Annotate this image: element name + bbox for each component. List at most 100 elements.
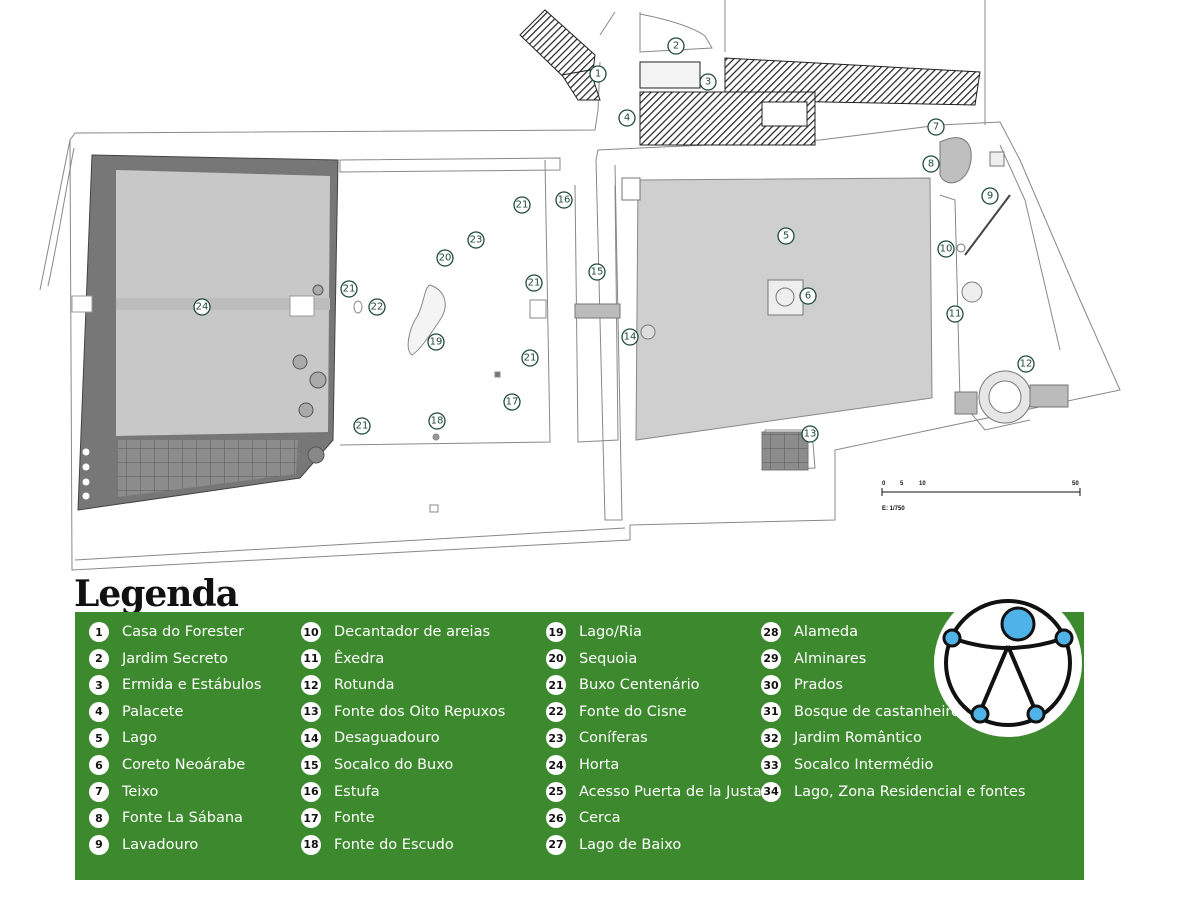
legend-label: Bosque de castanheiros [794, 703, 968, 720]
svg-text:21: 21 [528, 278, 541, 289]
map-marker-13[interactable]: 13 [801, 425, 819, 443]
svg-text:16: 16 [558, 195, 571, 206]
legend-item: 19 Lago/Ria [546, 621, 642, 643]
map-marker-6[interactable]: 6 [799, 287, 817, 305]
svg-text:24: 24 [196, 302, 209, 313]
map-marker-21[interactable]: 21 [513, 196, 531, 214]
map-marker-12[interactable]: 12 [1017, 355, 1035, 373]
legend-title: Legenda [74, 573, 239, 615]
map-marker-15[interactable]: 15 [588, 263, 606, 281]
legend-number-badge: 34 [761, 781, 781, 802]
legend-label: Lavadouro [122, 836, 199, 853]
legend-number-badge: 26 [546, 808, 566, 829]
svg-text:4: 4 [624, 113, 630, 124]
legend-number-badge: 24 [546, 755, 566, 775]
svg-text:21: 21 [516, 200, 529, 211]
legend-label: Fonte La Sábana [122, 810, 243, 827]
lago-main [574, 177, 933, 441]
map-marker-21[interactable]: 21 [340, 280, 358, 298]
map-marker-11[interactable]: 11 [946, 305, 964, 323]
svg-text:3: 3 [705, 77, 711, 88]
legend-label: Jardim Secreto [122, 650, 229, 667]
legend-label: Socalco do Buxo [334, 757, 454, 773]
legend-number-badge: 23 [546, 728, 566, 749]
map-marker-5[interactable]: 5 [777, 227, 795, 245]
map-marker-21[interactable]: 21 [521, 349, 539, 367]
map-marker-14[interactable]: 14 [621, 328, 639, 346]
legend-number-badge: 30 [761, 675, 781, 696]
legend-number-badge: 11 [301, 648, 321, 669]
map-marker-24[interactable]: 24 [193, 298, 211, 316]
legend-label: Lago, Zona Residencial e fontes [794, 783, 1026, 800]
legend-label: Rotunda [334, 677, 395, 694]
map-marker-1[interactable]: 1 [589, 65, 607, 83]
legend-number-badge: 32 [761, 728, 781, 749]
legend-number-badge: 28 [761, 622, 781, 642]
legend-item: 7 Teixo [89, 781, 158, 803]
legend-number-badge: 12 [301, 675, 321, 696]
map-marker-2[interactable]: 2 [667, 37, 685, 55]
legend-label: Horta [579, 757, 620, 773]
svg-text:5: 5 [783, 231, 789, 242]
legend-number-badge: 7 [89, 781, 109, 802]
legend-number-badge: 29 [761, 648, 781, 669]
legend-number-badge: 3 [89, 675, 109, 696]
svg-text:17: 17 [506, 397, 519, 408]
legend-label: Lago/Ria [579, 624, 642, 640]
legend-item: 6 Coreto Neoárabe [89, 754, 245, 776]
legend-label: Fonte do Escudo [334, 836, 454, 853]
svg-text:21: 21 [343, 284, 356, 295]
map-marker-3[interactable]: 3 [699, 73, 717, 91]
legend-label: Teixo [122, 783, 159, 800]
map-marker-21[interactable]: 21 [525, 274, 543, 292]
legend-number-badge: 16 [301, 781, 321, 802]
svg-text:11: 11 [949, 309, 962, 320]
svg-text:7: 7 [933, 122, 939, 133]
legend-label: Palacete [122, 703, 184, 720]
accessibility-icon [934, 589, 1082, 737]
svg-text:10: 10 [940, 244, 953, 255]
map-marker-20[interactable]: 20 [436, 249, 454, 267]
legend-label: Êxedra [334, 650, 385, 667]
legend-label: Buxo Centenário [579, 677, 700, 694]
map-marker-9[interactable]: 9 [981, 187, 999, 205]
legend-number-badge: 19 [546, 622, 566, 642]
map-marker-16[interactable]: 16 [555, 191, 573, 209]
legend-label: Lago de Baixo [579, 836, 682, 853]
svg-text:6: 6 [805, 291, 811, 302]
map-marker-21[interactable]: 21 [353, 417, 371, 435]
legend-label: Cerca [579, 810, 621, 827]
legend-item: 26 Cerca [546, 807, 621, 829]
legend-number-badge: 6 [89, 755, 109, 775]
legend-label: Jardim Romântico [794, 730, 922, 747]
legend-label: Alminares [794, 650, 867, 667]
map-marker-4[interactable]: 4 [618, 109, 636, 127]
map-marker-7[interactable]: 7 [927, 118, 945, 136]
svg-text:9: 9 [987, 191, 993, 202]
svg-text:21: 21 [356, 421, 369, 432]
scale-tick-10: 10 [919, 481, 926, 487]
legend-number-badge: 5 [89, 728, 109, 749]
legend-number-badge: 25 [546, 781, 566, 802]
map-marker-19[interactable]: 19 [427, 333, 445, 351]
map-marker-23[interactable]: 23 [467, 231, 485, 249]
map-marker-17[interactable]: 17 [503, 393, 521, 411]
map-marker-8[interactable]: 8 [922, 155, 940, 173]
map-marker-10[interactable]: 10 [937, 240, 955, 258]
svg-text:13: 13 [804, 429, 817, 440]
buildings [519, 9, 981, 146]
map-marker-18[interactable]: 18 [428, 412, 446, 430]
legend-label: Coreto Neoárabe [122, 757, 246, 773]
map-marker-22[interactable]: 22 [368, 298, 386, 316]
